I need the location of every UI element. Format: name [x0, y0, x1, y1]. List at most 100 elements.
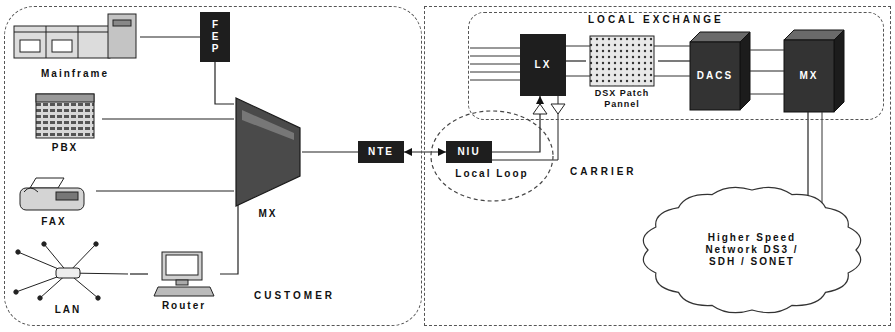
connector [102, 118, 234, 119]
node-label: LAN [6, 304, 130, 316]
node-label: Mainframe [10, 68, 140, 80]
text-holder: Mainframe [10, 68, 140, 80]
mainframe-icon: Mainframe [10, 12, 140, 82]
tape-unit [20, 40, 40, 52]
fax-icon: FAX [12, 176, 96, 230]
cube-side [834, 30, 844, 112]
trunk-line [566, 46, 590, 47]
lan-icon: LAN [6, 238, 130, 320]
lan-station [96, 296, 100, 300]
node-label: FAX [12, 216, 96, 228]
fax-body [20, 188, 84, 210]
fep-box: FEP [200, 12, 230, 62]
text-holder: CUSTOMER [254, 290, 335, 302]
multiplexer-cube: MX [784, 30, 844, 112]
text-holder: Higher Speed Network DS3 / SDH / SONET [640, 182, 864, 318]
connector [492, 96, 540, 152]
text-holder: PBX [28, 142, 102, 154]
screen [166, 255, 198, 275]
connector [566, 60, 586, 61]
multiplexer: MX [234, 98, 302, 224]
node-label: LOCAL EXCHANGE [588, 14, 724, 26]
node-label: CARRIER [570, 166, 637, 178]
node-label: DSX Patch Pannel [586, 88, 658, 110]
niu-box: NIU [446, 141, 492, 163]
node-label: Local Loop [430, 168, 554, 180]
node-label: NIU [457, 146, 480, 158]
node-label: DACS [697, 70, 733, 82]
keypad [56, 192, 78, 200]
text-holder: MX [234, 208, 302, 220]
carrier-region: CARRIER LOCAL EXCHANGE LX DSX Patch Pannel D… [424, 6, 891, 326]
node-label: MX [234, 208, 302, 220]
pbx-drawing [36, 94, 94, 138]
pbx-top [36, 94, 94, 102]
mx-cube-drawing [784, 30, 844, 112]
connector [130, 273, 148, 274]
node-label: MX [800, 70, 819, 82]
tape-unit [52, 40, 72, 52]
text-holder: FAX [12, 216, 96, 228]
lan-station [38, 296, 42, 300]
node-label: Higher Speed Network DS3 / SDH / SONET [690, 232, 814, 268]
trunk-line [654, 76, 690, 77]
handset [24, 188, 38, 192]
text-holder: Local Loop [430, 168, 554, 180]
tall-cabinet [108, 14, 136, 58]
stand [176, 280, 188, 285]
shelf-line [14, 32, 110, 33]
dsx-patch-panel: DSX Patch Pannel [586, 36, 658, 112]
connector [302, 151, 358, 152]
text-holder: DSX Patch Pannel [586, 88, 658, 110]
cloud-shape [643, 187, 860, 312]
mx-drawing [236, 98, 300, 206]
connector [807, 112, 808, 197]
cube-front [690, 42, 740, 110]
trunk-line [654, 46, 690, 47]
repeater-symbol [533, 104, 547, 114]
lan-station [14, 290, 18, 294]
loop-wire [492, 96, 558, 160]
connector [215, 62, 234, 104]
lan-station [42, 242, 46, 246]
connector [404, 151, 446, 152]
network-cloud: Higher Speed Network DS3 / SDH / SONET [640, 182, 864, 318]
connector [96, 190, 234, 191]
paper-tray [30, 178, 64, 188]
panel-line [46, 26, 47, 58]
text-holder: LAN [6, 304, 130, 316]
router-drawing [154, 252, 214, 296]
customer-region: CUSTOMERMainframeFEPPBXFAXLANRouterMXNTE [4, 6, 422, 326]
node-label: FEP [211, 19, 219, 55]
router-icon: Router [148, 250, 220, 316]
repeater-symbol [551, 104, 565, 114]
trunk-line [470, 64, 520, 65]
lan-station [94, 242, 98, 246]
text-holder: LX [520, 34, 566, 96]
local-loop-ellipse: Local Loop NIU [430, 110, 554, 202]
trunk-line [470, 48, 520, 49]
trunk-line [470, 72, 520, 73]
dacs-cube: DACS [690, 32, 750, 110]
cube-front [784, 40, 834, 112]
lan-hub [56, 268, 80, 278]
trunk-line [566, 76, 590, 77]
monitor [162, 252, 202, 280]
text-holder: FEP [200, 12, 230, 62]
connector [750, 70, 784, 71]
loop-outline [431, 111, 553, 201]
mx-highlight [242, 110, 294, 140]
node-label: PBX [28, 142, 102, 154]
text-holder: NIU [446, 141, 492, 163]
pbx-cabinet [36, 94, 94, 138]
panel-line [78, 26, 79, 58]
lx-switch: LX [520, 34, 566, 96]
text-holder: LOCAL EXCHANGE [588, 14, 724, 26]
mainframe-drawing [14, 14, 136, 58]
cube-side [740, 32, 750, 110]
keyboard [154, 287, 214, 296]
exchange-region: LOCAL EXCHANGE LX DSX Patch Pannel DACS MX [468, 12, 884, 120]
cabinet [14, 26, 110, 58]
lan-station [16, 250, 20, 254]
